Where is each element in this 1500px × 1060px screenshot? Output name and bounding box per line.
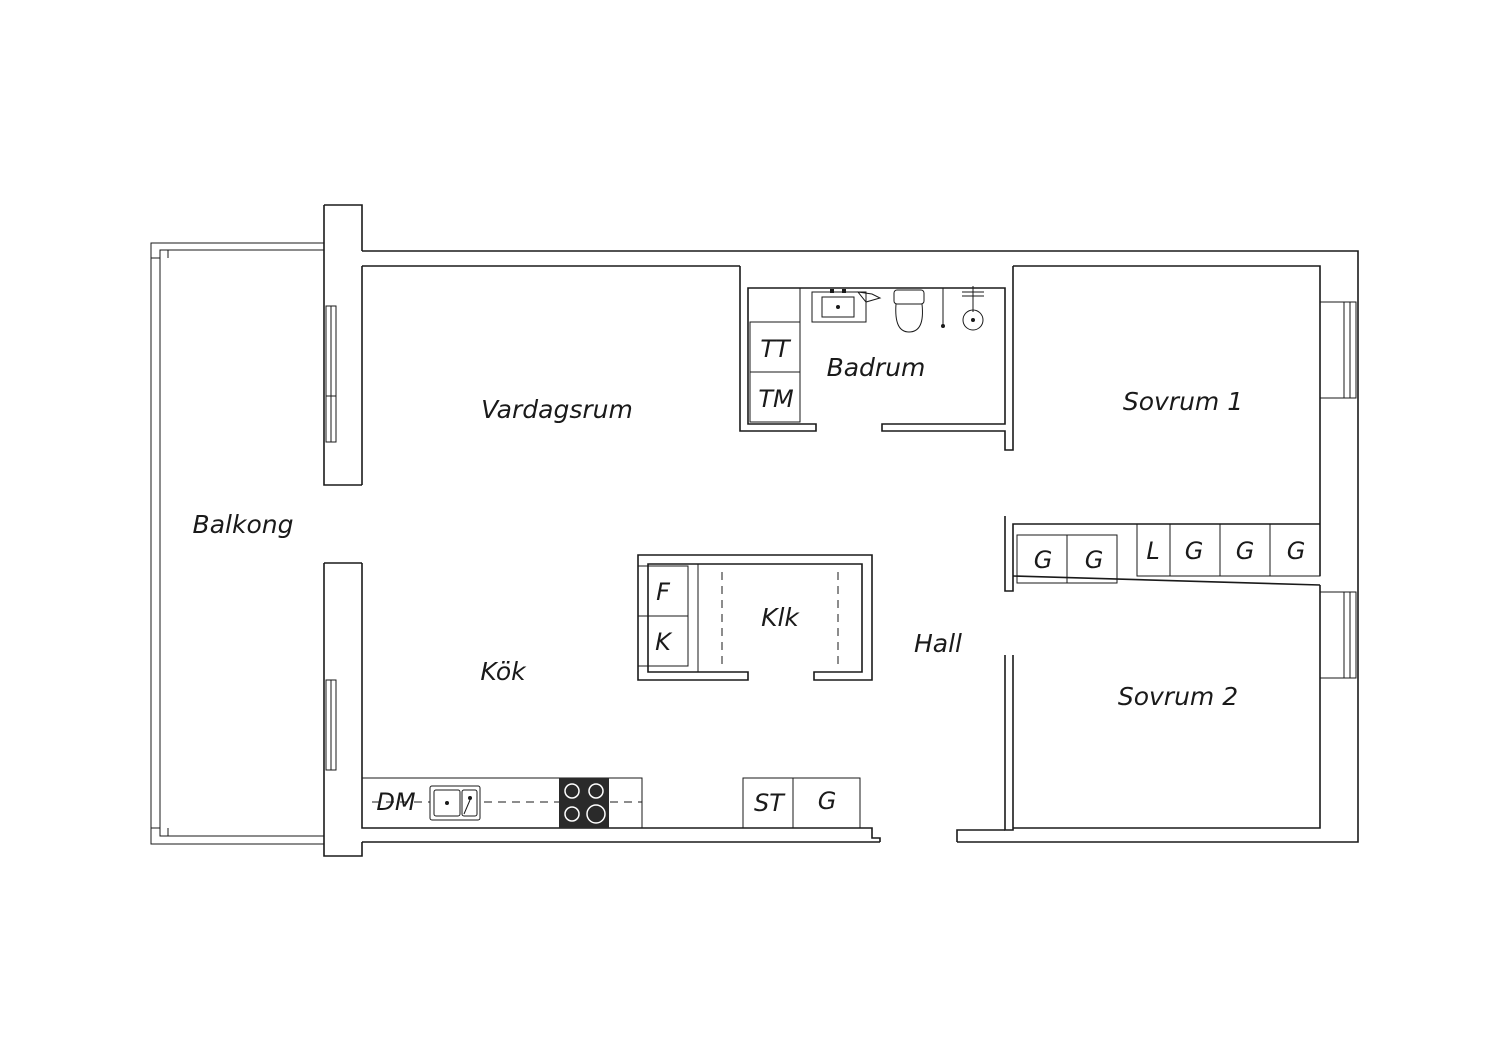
fixture-label-l: L bbox=[1146, 537, 1159, 565]
fixture-label-st: ST bbox=[754, 789, 786, 817]
fixture-label-k: K bbox=[655, 628, 673, 656]
shower-icon bbox=[941, 286, 984, 331]
fixture-label-g: G bbox=[1236, 537, 1255, 565]
fixture-label-g: G bbox=[1085, 546, 1104, 574]
sink-icon bbox=[811, 289, 882, 323]
fixture-label-g: G bbox=[1185, 537, 1204, 565]
room-label-badrum: Badrum bbox=[827, 353, 926, 382]
kitchen-sink-icon bbox=[429, 785, 481, 821]
fixture-label-f: F bbox=[656, 578, 671, 606]
room-label-klk: Klk bbox=[761, 603, 800, 632]
fixture-label-dm: DM bbox=[376, 788, 415, 816]
window-living-room bbox=[325, 305, 337, 443]
hall-closets bbox=[1004, 516, 1321, 831]
fixture-label-tt: TT bbox=[760, 335, 792, 363]
fixture-label-g: G bbox=[818, 787, 837, 815]
kitchen-island bbox=[637, 554, 873, 681]
toilet-icon bbox=[893, 289, 925, 333]
outer-walls bbox=[323, 204, 1359, 857]
room-label-hall: Hall bbox=[914, 629, 962, 658]
fixture-label-g: G bbox=[1034, 546, 1053, 574]
balcony bbox=[150, 242, 324, 845]
stove-icon bbox=[559, 778, 609, 828]
room-label-sovrum-1: Sovrum 1 bbox=[1123, 387, 1243, 416]
window-bedroom-2 bbox=[1320, 591, 1357, 679]
window-bedroom-1 bbox=[1320, 301, 1357, 399]
bathroom-walls bbox=[739, 266, 1014, 451]
fixture-label-tm: TM bbox=[758, 385, 794, 413]
fixture-label-g: G bbox=[1287, 537, 1306, 565]
room-label-sovrum-2: Sovrum 2 bbox=[1118, 682, 1238, 711]
window-kitchen bbox=[325, 679, 337, 771]
room-label-kok: Kök bbox=[480, 657, 527, 686]
room-label-balkong: Balkong bbox=[193, 510, 294, 539]
room-label-vardagsrum: Vardagsrum bbox=[481, 395, 633, 424]
